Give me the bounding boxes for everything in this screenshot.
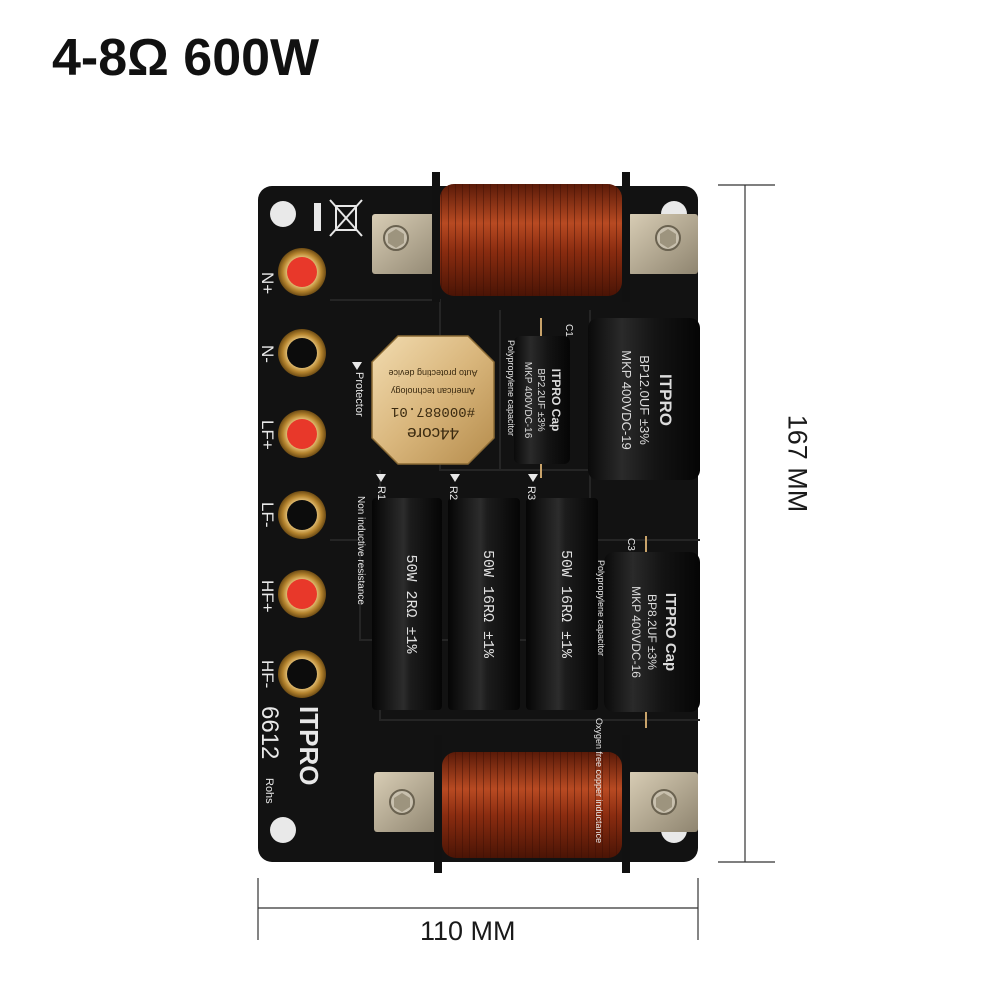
- terminal-label-lf-plus: LF+: [258, 420, 277, 450]
- protector-chip: 44core #000887.01 American technology Au…: [371, 335, 495, 465]
- r2-ref: R2: [447, 486, 459, 500]
- dimension-lines: [257, 184, 775, 940]
- top-inductor: [372, 172, 698, 302]
- svg-text:50W 2RΩ ±1%: 50W 2RΩ ±1%: [402, 554, 419, 654]
- r1-ref: R1: [375, 486, 387, 500]
- rohs-label: Rohs: [263, 778, 275, 804]
- inductor-caption: Oxygen free copper inductance: [594, 718, 604, 843]
- resistor-r3: 50W 16RΩ ±1%: [526, 498, 598, 710]
- headline: 4-8Ω 600W: [52, 29, 320, 87]
- svg-text:BP8.2UF ±3%: BP8.2UF ±3%: [645, 594, 659, 670]
- svg-text:ITPRO Cap: ITPRO Cap: [662, 593, 679, 671]
- svg-text:MKP 400VDC-16: MKP 400VDC-16: [629, 586, 643, 678]
- width-dimension-label: 110 MM: [420, 916, 516, 946]
- height-dimension-label: 167 MM: [782, 414, 813, 513]
- svg-text:BP2.2UF ±3%: BP2.2UF ±3%: [535, 368, 546, 431]
- bottom-inductor: [374, 735, 698, 873]
- svg-text:ITPRO Cap: ITPRO Cap: [549, 369, 563, 432]
- svg-text:50W 16RΩ ±1%: 50W 16RΩ ±1%: [479, 550, 496, 659]
- resistor-r2: 50W 16RΩ ±1%: [448, 498, 520, 710]
- model-number: 6612: [256, 706, 283, 759]
- protector-line4: Auto protecting device: [388, 368, 477, 378]
- svg-text:BP12.0UF ±3%: BP12.0UF ±3%: [637, 355, 652, 445]
- brand-logo-text: ITPRO: [294, 706, 324, 785]
- svg-text:MKP 400VDC-16: MKP 400VDC-16: [522, 362, 533, 439]
- resistor-caption: Non inductive resistance: [355, 496, 366, 605]
- protector-line3: American technology: [390, 386, 475, 396]
- protector-label: Protector: [353, 372, 365, 417]
- weee-icon: [314, 199, 363, 237]
- svg-text:MKP 400VDC-19: MKP 400VDC-19: [619, 350, 634, 449]
- protector-line2: #000887.01: [391, 403, 475, 419]
- capacitor-caption-top: Polypropylene capacitor: [506, 340, 516, 436]
- c1-ref: C1: [563, 324, 574, 337]
- c3-ref: C3: [625, 538, 636, 551]
- capacitor-c1: ITPRO Cap BP2.2UF ±3% MKP 400VDC-16: [514, 318, 570, 478]
- capacitor-c2: ITPRO BP12.0UF ±3% MKP 400VDC-19: [588, 318, 700, 480]
- ref-arrow-icons: [376, 474, 538, 482]
- capacitor-c3: ITPRO Cap BP8.2UF ±3% MKP 400VDC-16: [604, 536, 700, 728]
- svg-text:ITPRO: ITPRO: [656, 374, 675, 426]
- resistor-r1: 50W 2RΩ ±1%: [372, 498, 442, 710]
- capacitor-caption-bottom: Polypropylene capacitor: [596, 560, 606, 656]
- svg-text:50W 16RΩ ±1%: 50W 16RΩ ±1%: [557, 550, 574, 659]
- terminal-posts: [278, 248, 326, 698]
- terminal-label-hf-plus: HF+: [258, 580, 277, 613]
- protector-arrow-icon: [352, 362, 362, 370]
- terminal-label-n-plus: N+: [258, 272, 277, 294]
- protector-line1: 44core: [407, 424, 459, 443]
- terminal-label-n-minus: N-: [258, 345, 277, 363]
- terminal-label-lf-minus: LF-: [258, 502, 277, 528]
- terminal-label-hf-minus: HF-: [258, 660, 277, 688]
- r3-ref: R3: [525, 486, 537, 500]
